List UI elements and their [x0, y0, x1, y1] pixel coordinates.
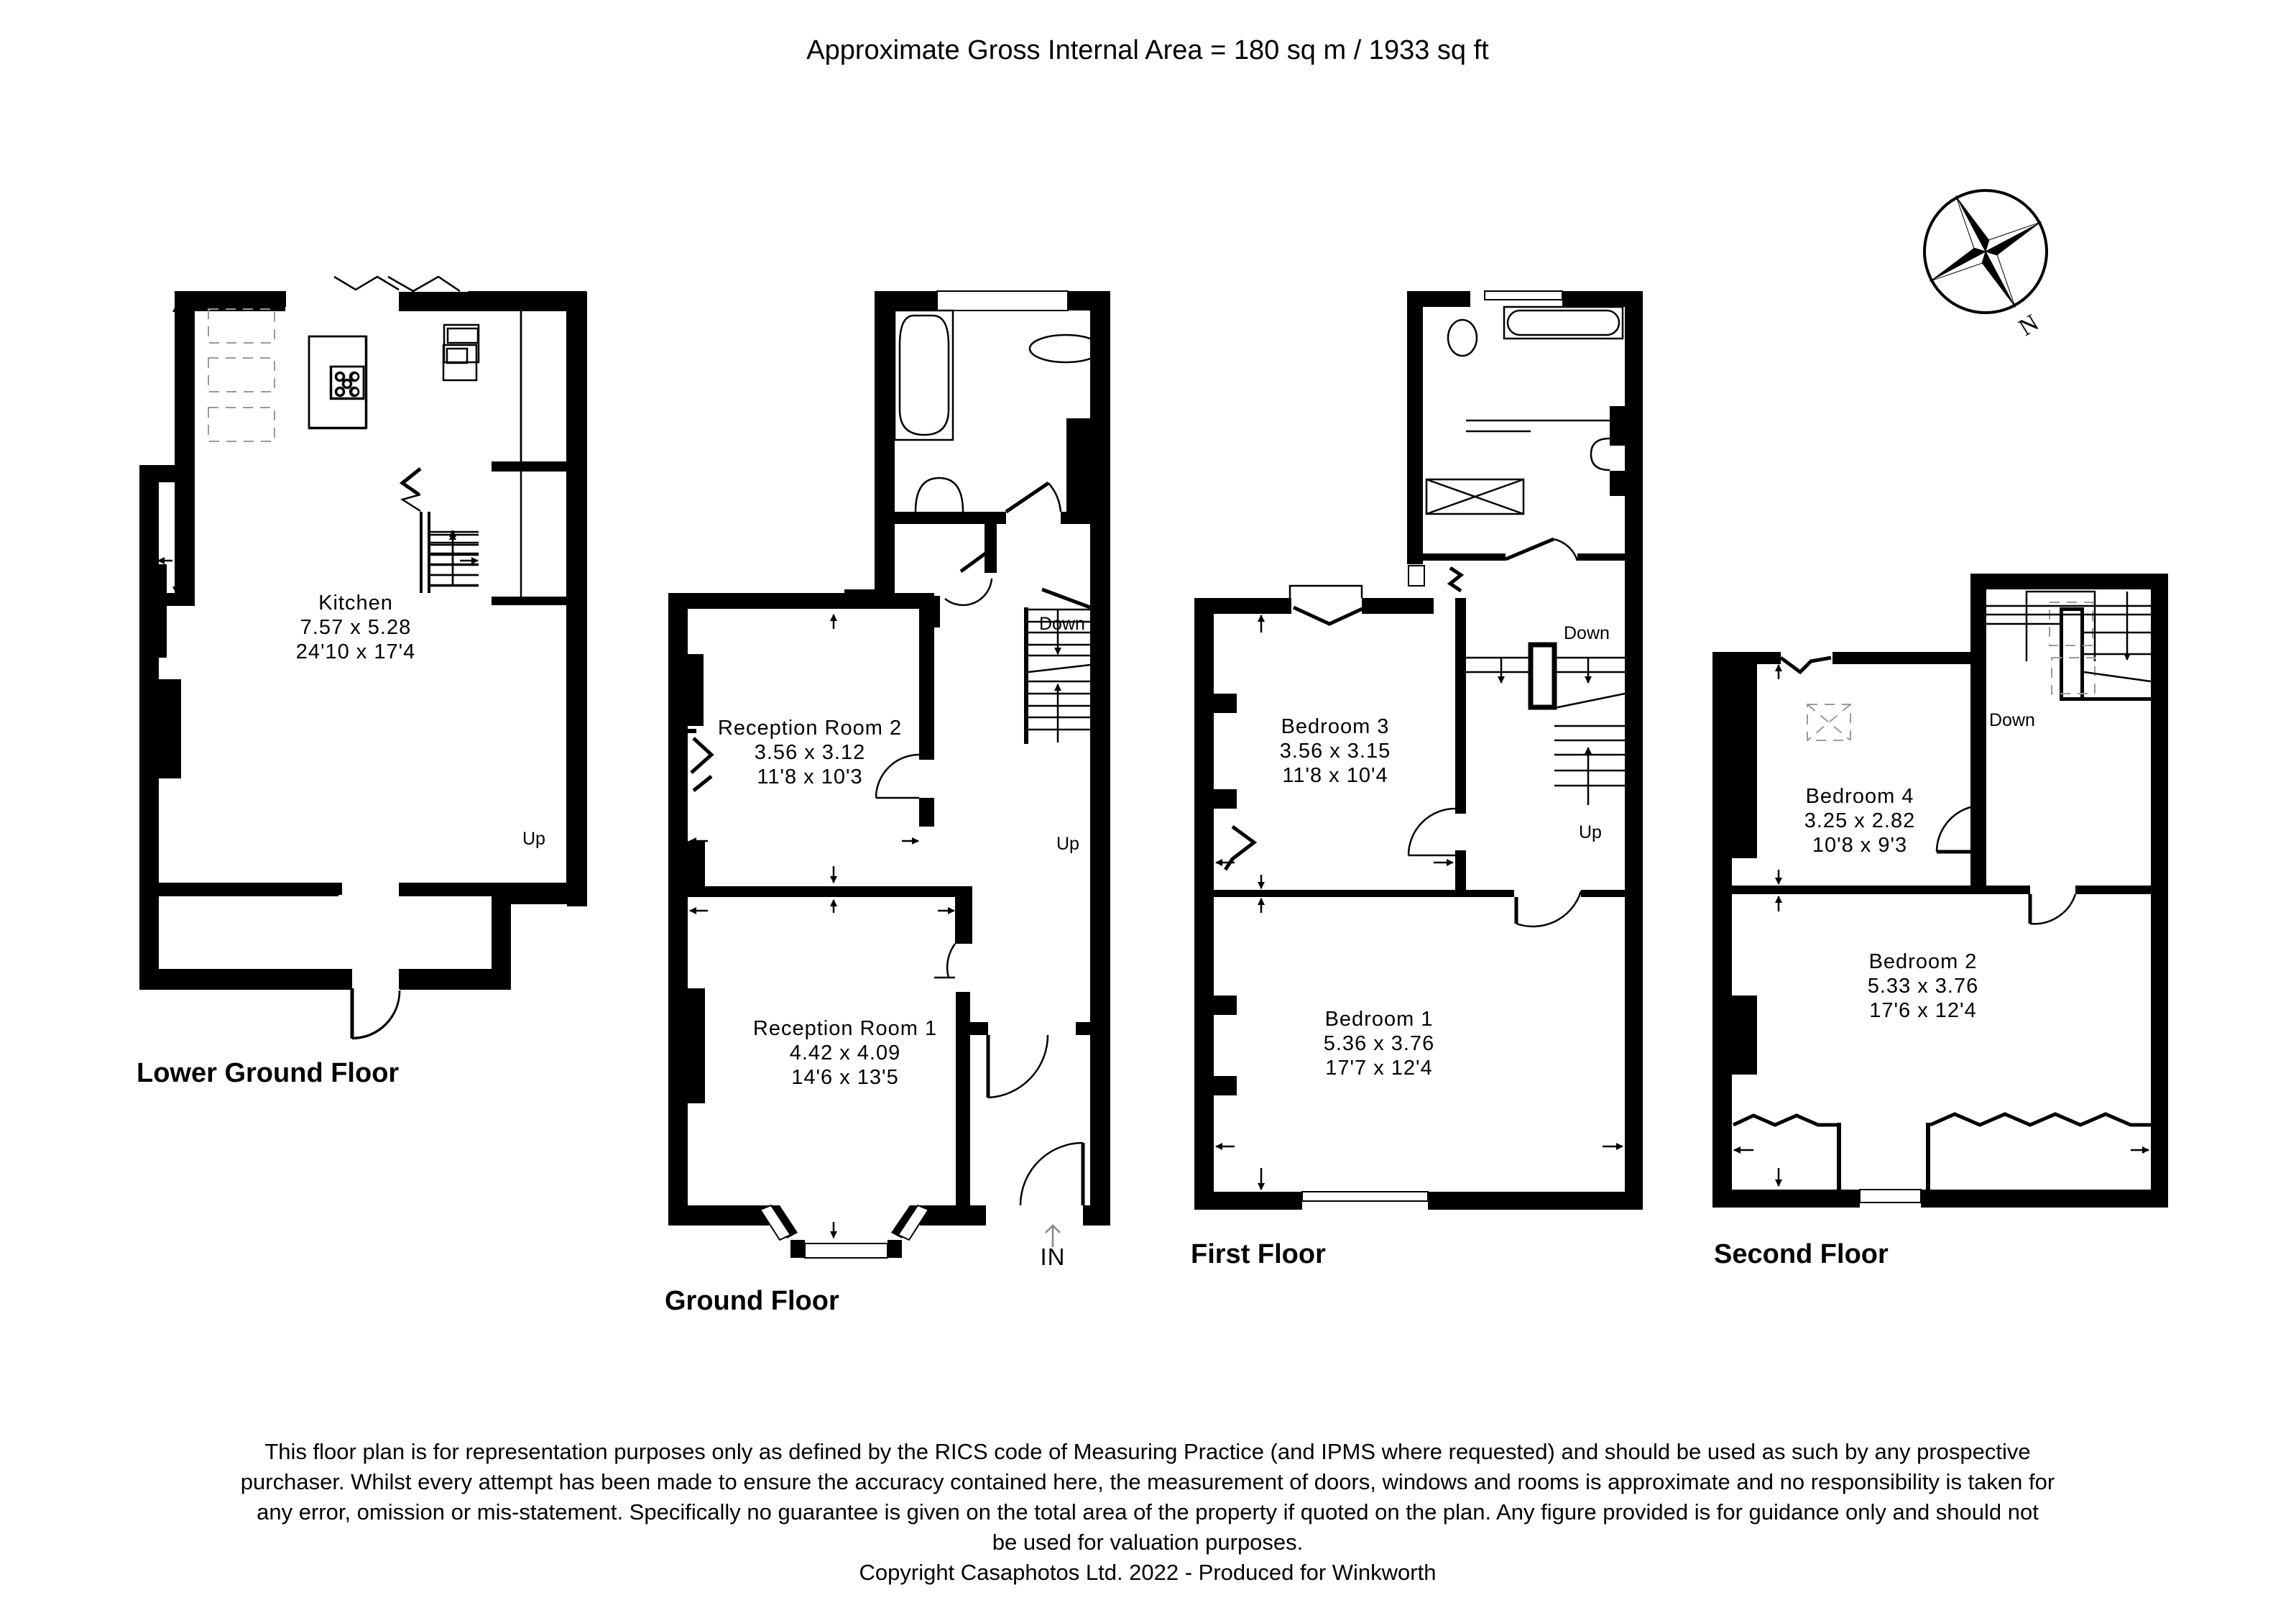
first-stair-down-label: Down	[1564, 623, 1610, 643]
floor-label-first: First Floor	[1191, 1239, 1326, 1269]
disclaimer-line: any error, omission or mis-statement. Sp…	[257, 1499, 2039, 1525]
room-name: Reception Room 2	[718, 717, 902, 740]
gross-area-title: Approximate Gross Internal Area = 180 sq…	[806, 35, 1489, 65]
room-imperial: 17'7 x 12'4	[1325, 1057, 1432, 1080]
room-bedroom-3: Bedroom 3 3.56 x 3.15 11'8 x 10'4	[1280, 715, 1391, 787]
second-stair-down-label: Down	[1989, 710, 2035, 730]
copyright-notice: Copyright Casaphotos Ltd. 2022 - Produce…	[859, 1560, 1437, 1585]
room-imperial: 11'8 x 10'4	[1282, 764, 1388, 787]
room-kitchen: Kitchen 7.57 x 5.28 24'10 x 17'4	[296, 592, 416, 663]
room-bedroom-1: Bedroom 1 5.36 x 3.76 17'7 x 12'4	[1324, 1008, 1435, 1080]
room-imperial: 11'8 x 10'3	[757, 765, 862, 788]
floor-label-ground: Ground Floor	[665, 1286, 839, 1316]
first-floor-plan	[1194, 290, 1643, 1210]
room-metric: 5.36 x 3.76	[1324, 1032, 1435, 1055]
ground-floor-plan	[668, 290, 1110, 1259]
room-reception-room-2: Reception Room 2 3.56 x 3.12 11'8 x 10'3	[718, 717, 902, 788]
floor-label-second: Second Floor	[1714, 1239, 1889, 1269]
room-metric: 4.42 x 4.09	[790, 1042, 901, 1065]
room-imperial: 14'6 x 13'5	[791, 1066, 898, 1089]
room-name: Bedroom 4	[1806, 785, 1914, 808]
ground-stair-up-label: Up	[1056, 834, 1079, 854]
room-name: Bedroom 2	[1869, 950, 1978, 973]
disclaimer-line: This floor plan is for representation pu…	[264, 1439, 2030, 1464]
room-name: Bedroom 1	[1325, 1008, 1434, 1031]
room-metric: 3.56 x 3.15	[1280, 740, 1391, 763]
room-metric: 7.57 x 5.28	[300, 616, 412, 639]
room-bedroom-4: Bedroom 4 3.25 x 2.82 10'8 x 9'3	[1804, 785, 1916, 857]
room-name: Bedroom 3	[1281, 715, 1390, 738]
room-reception-room-1: Reception Room 1 4.42 x 4.09 14'6 x 13'5	[753, 1017, 937, 1089]
ground-stair-down-label: Down	[1039, 614, 1085, 634]
disclaimer-line: purchaser. Whilst every attempt has been…	[241, 1469, 2055, 1494]
room-name: Reception Room 1	[753, 1017, 937, 1040]
first-stair-up-label: Up	[1579, 822, 1602, 842]
room-metric: 3.56 x 3.12	[755, 741, 866, 764]
room-imperial: 17'6 x 12'4	[1869, 999, 1976, 1022]
disclaimer: This floor plan is for representation pu…	[241, 1439, 2055, 1585]
room-metric: 3.25 x 2.82	[1804, 809, 1916, 832]
room-imperial: 10'8 x 9'3	[1812, 834, 1907, 857]
room-name: Kitchen	[318, 592, 393, 615]
lg-stair-up-label: Up	[522, 829, 545, 849]
compass-rose-icon	[1923, 189, 2048, 314]
disclaimer-line: be used for valuation purposes.	[992, 1530, 1304, 1555]
entrance-label: IN	[1041, 1243, 1066, 1270]
lower-ground-walls	[139, 275, 586, 1040]
floor-label-lower-ground: Lower Ground Floor	[137, 1058, 399, 1088]
compass-north-label: N	[2014, 310, 2043, 341]
room-metric: 5.33 x 3.76	[1868, 975, 1979, 998]
room-imperial: 24'10 x 17'4	[296, 640, 416, 663]
room-bedroom-2: Bedroom 2 5.33 x 3.76 17'6 x 12'4	[1868, 950, 1979, 1022]
second-floor-plan	[1712, 574, 2168, 1208]
